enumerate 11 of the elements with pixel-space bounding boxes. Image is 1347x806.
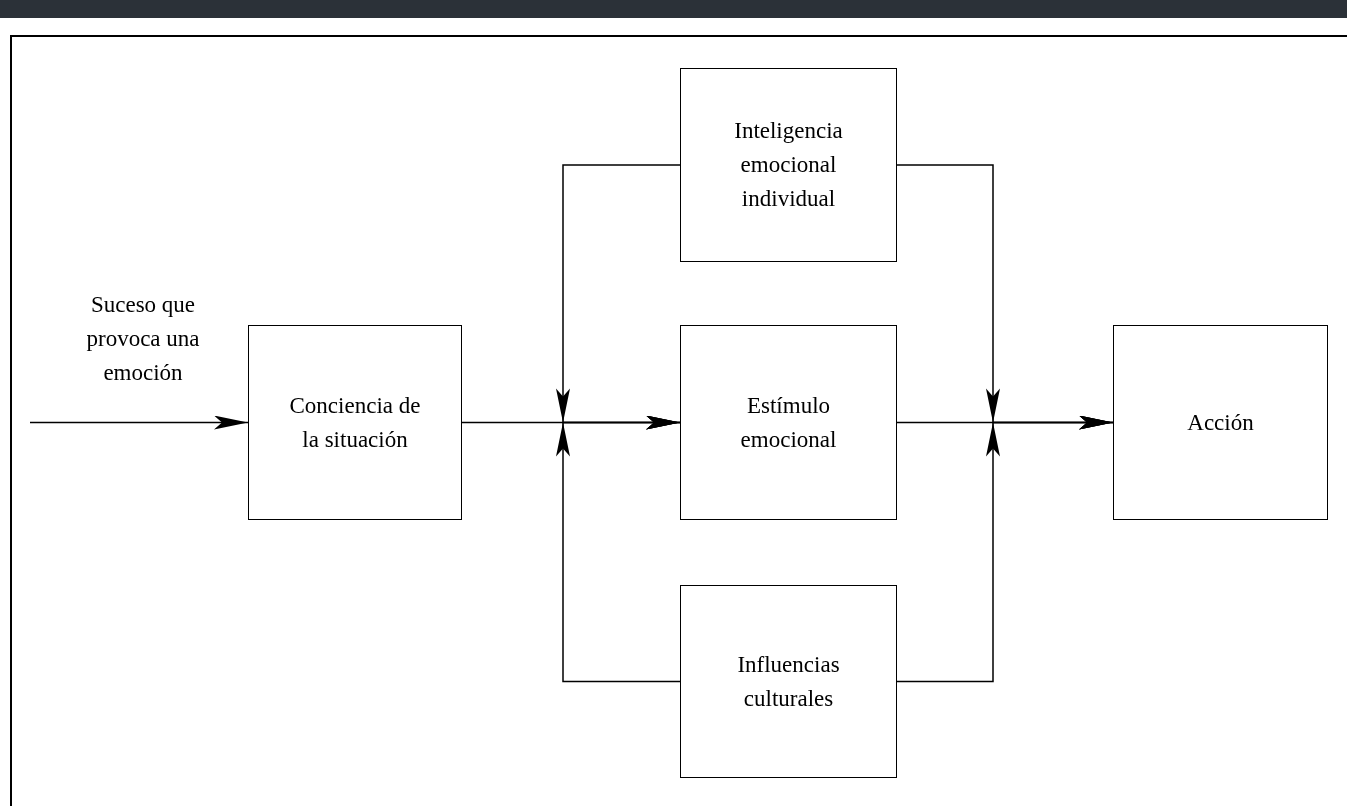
box-label: Acción: [1187, 408, 1254, 437]
box-label: Inteligencia emocional individual: [733, 117, 844, 213]
edge-label: Suceso que provoca una emoción: [85, 291, 201, 387]
process-box: [680, 585, 897, 778]
process-box: [248, 325, 462, 520]
box-label: Estímulo emocional: [739, 391, 838, 454]
process-box: [1113, 325, 1328, 520]
box-label: Conciencia de la situación: [288, 391, 422, 454]
process-box: [680, 325, 897, 520]
box-label: Influencias culturales: [736, 650, 841, 713]
process-box: [680, 68, 897, 262]
